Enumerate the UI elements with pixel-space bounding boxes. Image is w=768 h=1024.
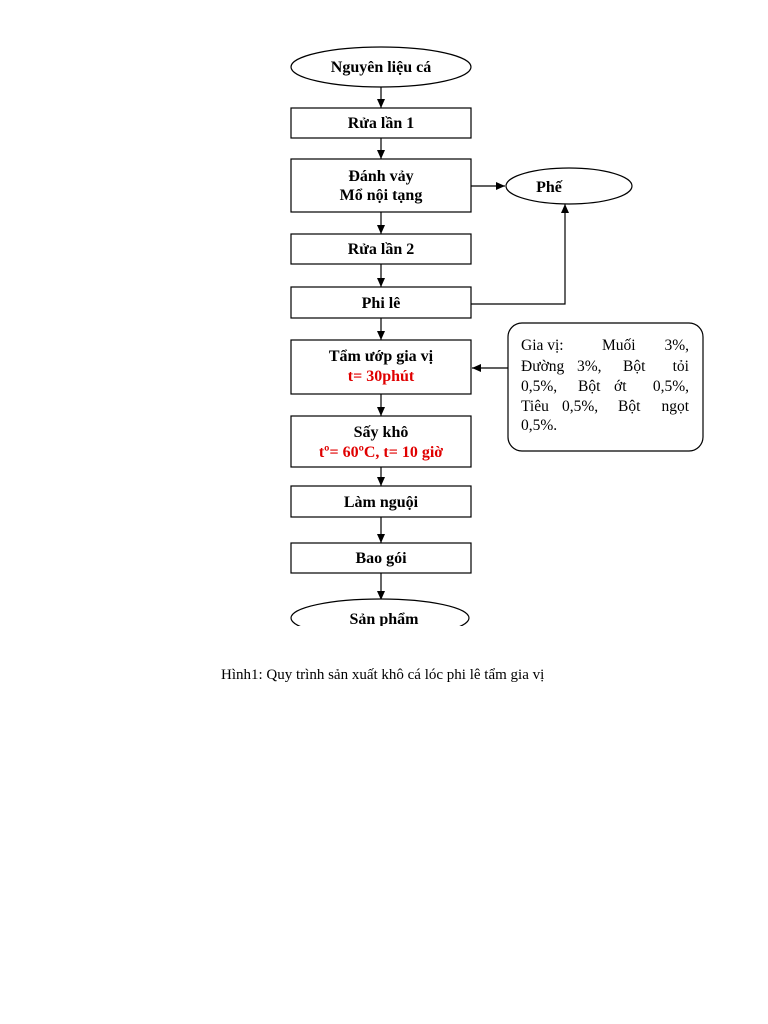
spice-line3-mid: Bột <box>578 378 601 395</box>
spice-line4-mid: 0,5%, <box>562 398 598 415</box>
pack-label: Bao gói <box>355 550 407 567</box>
spice-line2-mid2: Bột <box>623 358 646 375</box>
wash2-label: Rửa lần 2 <box>348 241 415 258</box>
spice-line4-left: Tiêu <box>521 398 549 415</box>
cool-node <box>290 485 472 518</box>
marinate-time-label: t= 30phút <box>348 368 415 385</box>
spice-line1-mid: Muối <box>602 337 636 354</box>
spice-line5: 0,5%. <box>521 417 557 434</box>
arrow-fillet-waste <box>471 204 569 305</box>
spice-line3-mid2: ớt <box>614 378 627 395</box>
spice-line3-left: 0,5%, <box>521 378 557 395</box>
start-label: Nguyên liệu cá <box>331 59 431 76</box>
end-node <box>290 598 470 626</box>
wash1-node <box>290 107 472 139</box>
spice-line2-right: tỏi <box>673 358 690 375</box>
figure-caption: Hình1: Quy trình sản xuất khô cá lóc phi… <box>221 667 545 683</box>
dry-node <box>290 415 472 468</box>
spice-line3-right: 0,5%, <box>653 378 689 395</box>
gut-label: Mổ nội tạng <box>340 187 423 204</box>
spice-line4-mid2: Bột <box>618 398 641 415</box>
spice-line2-left: Đường <box>521 358 565 375</box>
spice-line4-right: ngọt <box>661 398 689 415</box>
marinate-label: Tẩm ướp gia vị <box>329 348 434 365</box>
cool-label: Làm nguội <box>344 494 419 511</box>
scale-gut-node <box>290 158 472 213</box>
wash1-label: Rửa lần 1 <box>348 115 415 132</box>
waste-node <box>505 167 633 205</box>
pack-node <box>290 542 472 574</box>
marinate-node <box>290 339 472 395</box>
fillet-label: Phi lê <box>362 295 401 312</box>
spice-note-box <box>507 322 704 452</box>
spice-line2-mid: 3%, <box>577 358 602 375</box>
end-label: Sản phẩm <box>350 611 420 628</box>
spice-line1-right: 3%, <box>664 337 689 354</box>
scale-label: Đánh vảy <box>348 168 413 185</box>
waste-label: Phế <box>536 179 563 196</box>
dry-label: Sấy khô <box>354 424 409 441</box>
fillet-node <box>290 286 472 319</box>
dry-condition-label: tº= 60ºC, t= 10 giờ <box>319 444 443 461</box>
wash2-node <box>290 233 472 265</box>
spice-line1-left: Gia vị: <box>521 337 564 354</box>
